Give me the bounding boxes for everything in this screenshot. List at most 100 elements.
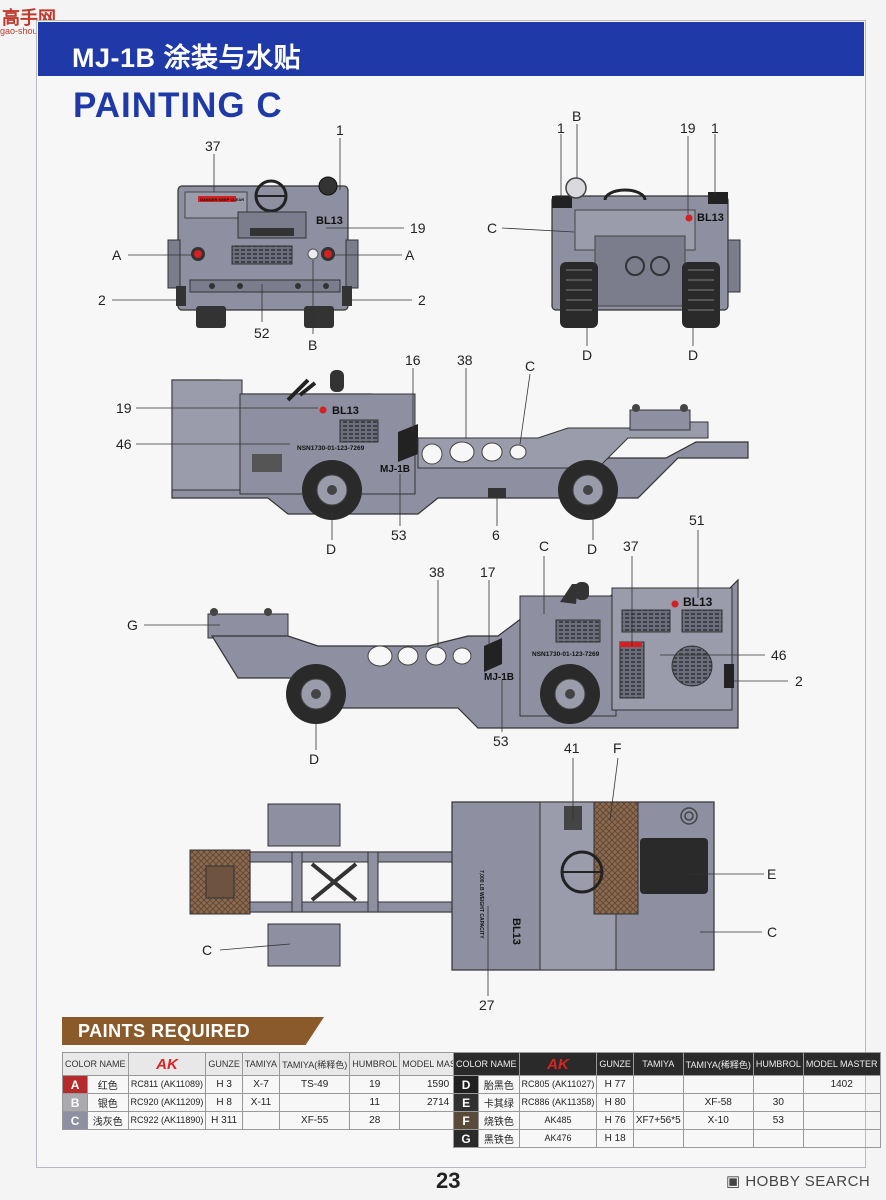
paint-tamiya-code <box>632 1075 684 1094</box>
paint-model-master-code <box>802 1129 881 1148</box>
right-side-view: BL13 NSN1730-01-123-7269 MJ-1B <box>207 578 739 729</box>
svg-text:BL13: BL13 <box>316 215 343 227</box>
marker-19-left <box>319 406 327 414</box>
callout-c-left: C <box>525 358 535 374</box>
area-e-seat <box>640 838 708 894</box>
callout-a-right: A <box>405 247 415 263</box>
callout-37-right: 37 <box>623 538 639 554</box>
callout-16: 16 <box>405 352 421 368</box>
header-tamiya-thinned: TAMIYA(稀释色) <box>682 1052 754 1076</box>
paint-name: 卡其绿 <box>478 1093 520 1112</box>
callout-c-right: C <box>539 538 549 554</box>
callout-27: 27 <box>479 997 495 1010</box>
svg-text:BL13: BL13 <box>510 918 522 945</box>
decal-37-right <box>620 642 642 647</box>
callout-1-rear-left: 1 <box>557 120 565 136</box>
site-url: gao-shou.com <box>0 26 58 36</box>
callout-53-right: 53 <box>493 733 509 749</box>
paint-tamiya-code <box>241 1111 281 1130</box>
paint-tamiya-code: X-11 <box>241 1093 281 1112</box>
marker-19-rear <box>685 214 693 222</box>
tail-light-a-left <box>194 250 202 258</box>
page-title: MJ-1B 涂装与水贴 <box>72 43 302 73</box>
callout-b-front: B <box>308 337 317 353</box>
svg-text:7,000 LB WEIGHT CAPACITY: 7,000 LB WEIGHT CAPACITY <box>478 870 484 939</box>
paint-ak-code: RC920 (AK11209) <box>127 1093 207 1112</box>
header-ak: AK <box>127 1052 207 1076</box>
paints-table-right: COLOR NAME AK GUNZE TAMIYA TAMIYA(稀释色) H… <box>452 1052 881 1148</box>
svg-text:BL13: BL13 <box>332 405 359 417</box>
paint-gunze-code: H 311 <box>205 1111 243 1130</box>
callout-19-left: 19 <box>116 400 132 416</box>
paint-tamiya-thinned-code <box>682 1129 754 1148</box>
decal-16 <box>398 424 418 462</box>
paint-name: 银色 <box>87 1093 129 1112</box>
callout-2-right-side: 2 <box>795 673 803 689</box>
svg-text:BL13: BL13 <box>683 595 713 609</box>
callout-f: F <box>613 740 622 756</box>
paint-name: 烧铁色 <box>478 1111 520 1130</box>
paint-tamiya-code <box>632 1093 684 1112</box>
warning-decal <box>198 196 236 202</box>
paint-tamiya-thinned-code <box>682 1075 754 1094</box>
paint-name: 黑铁色 <box>478 1129 520 1148</box>
header-bar <box>38 22 864 76</box>
paint-gunze-code: H 80 <box>596 1093 634 1112</box>
header-humbrol: HUMBROL <box>752 1052 804 1076</box>
paints-banner <box>62 1017 324 1045</box>
paint-tamiya-thinned-code <box>279 1093 351 1112</box>
decal-17 <box>484 638 502 672</box>
light-b-front <box>307 248 319 260</box>
callout-c-top-right: C <box>767 924 777 940</box>
leader-lines <box>112 124 788 996</box>
paints-title: PAINTS REQUIRED <box>78 1021 251 1041</box>
svg-text:NSN1730-01-123-7269: NSN1730-01-123-7269 <box>297 445 365 452</box>
callout-g: G <box>127 617 138 633</box>
paint-letter: D <box>452 1075 480 1094</box>
callout-37-front: 37 <box>205 138 221 154</box>
callout-1-front: 1 <box>336 122 344 138</box>
header-color-name: COLOR NAME <box>62 1052 129 1076</box>
paint-ak-code: AK476 <box>518 1129 598 1148</box>
header-tamiya: TAMIYA <box>241 1052 281 1076</box>
header-gunze: GUNZE <box>205 1052 243 1076</box>
paint-name: 浅灰色 <box>87 1111 129 1130</box>
callout-51: 51 <box>689 512 705 528</box>
paint-gunze-code: H 18 <box>596 1129 634 1148</box>
paint-gunze-code: H 8 <box>205 1093 243 1112</box>
paint-tamiya-code: XF7+56*5 <box>632 1111 684 1130</box>
paint-letter: A <box>61 1075 89 1094</box>
paint-humbrol-code: 19 <box>349 1075 401 1094</box>
hobby-search-logo: ▣ HOBBY SEARCH <box>726 1173 871 1190</box>
svg-text:NSN1730-01-123-7269: NSN1730-01-123-7269 <box>532 651 600 658</box>
paint-model-master-code <box>802 1093 881 1112</box>
svg-text:BL13: BL13 <box>697 212 724 224</box>
callout-a-left: A <box>112 247 122 263</box>
paint-letter: E <box>452 1093 480 1112</box>
paint-humbrol-code: 30 <box>752 1093 804 1112</box>
rear-view: BL13 <box>551 177 741 328</box>
vehicle-drawings: DANGER KEEP CLEAR BL13 BL13 <box>98 108 803 1010</box>
callout-e: E <box>767 866 776 882</box>
header-tamiya-thinned: TAMIYA(稀释色) <box>279 1052 351 1076</box>
paint-tamiya-thinned-code: XF-55 <box>279 1111 351 1130</box>
header-model-master: MODEL MASTER <box>802 1052 881 1076</box>
header-gunze: GUNZE <box>596 1052 634 1076</box>
paint-ak-code: RC922 (AK11890) <box>127 1111 207 1130</box>
callout-53-left: 53 <box>391 527 407 543</box>
header-humbrol: HUMBROL <box>349 1052 401 1076</box>
callout-2-left: 2 <box>98 292 106 308</box>
paint-humbrol-code: 53 <box>752 1111 804 1130</box>
paint-name: 胎黑色 <box>478 1075 520 1094</box>
paint-letter: G <box>452 1129 480 1148</box>
paint-model-master-code <box>802 1111 881 1130</box>
tail-light-a-right <box>324 250 332 258</box>
callout-2-right: 2 <box>418 292 426 308</box>
paint-tamiya-thinned-code: X-10 <box>682 1111 754 1130</box>
